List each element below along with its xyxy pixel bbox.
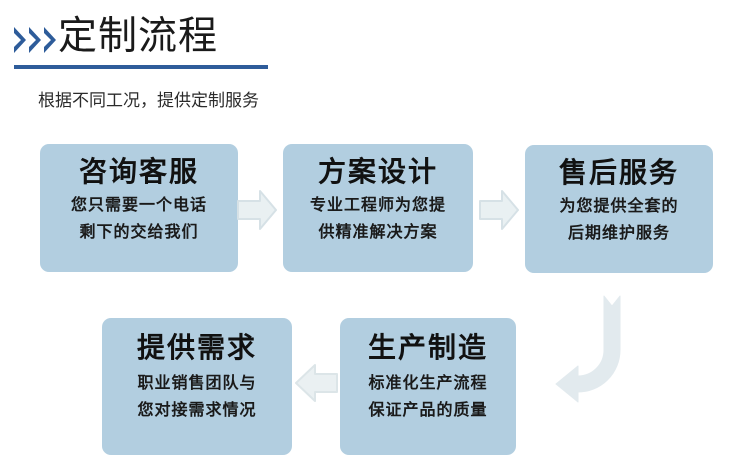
flow-step-desc-line1: 标准化生产流程 bbox=[368, 375, 488, 392]
flow-step-title: 方案设计 bbox=[317, 156, 438, 187]
flow-step-title: 咨询客服 bbox=[78, 156, 199, 187]
flow-step-desc-line1: 专业工程师为您提 bbox=[309, 197, 446, 214]
arrow-left-icon bbox=[293, 362, 339, 404]
flow-step-title: 售后服务 bbox=[558, 157, 679, 188]
flow-step-desc-line1: 为您提供全套的 bbox=[559, 198, 679, 215]
page-header: 定制流程 根据不同工况，提供定制服务 bbox=[0, 0, 750, 110]
arrow-uturn-down-left-icon bbox=[552, 288, 648, 408]
flow-step-requirements: 提供需求 职业销售团队与 您对接需求情况 bbox=[102, 318, 292, 455]
flow-step-desc-line2: 供精准解决方案 bbox=[318, 224, 438, 241]
flow-step-desc-line1: 职业销售团队与 bbox=[137, 375, 257, 392]
flow-step-design: 方案设计 专业工程师为您提 供精准解决方案 bbox=[283, 144, 473, 272]
flow-step-desc-line2: 后期维护服务 bbox=[567, 225, 670, 242]
arrow-right-icon bbox=[478, 188, 520, 232]
flow-step-desc-line2: 保证产品的质量 bbox=[368, 402, 488, 419]
flow-step-desc-line2: 您对接需求情况 bbox=[137, 402, 257, 419]
triple-chevron-right-icon bbox=[14, 24, 70, 58]
flow-step-manufacturing: 生产制造 标准化生产流程 保证产品的质量 bbox=[340, 318, 516, 455]
title-underline-rule bbox=[14, 65, 268, 69]
flow-step-title: 提供需求 bbox=[136, 332, 257, 363]
page-subtitle: 根据不同工况，提供定制服务 bbox=[38, 91, 259, 110]
flow-step-consult: 咨询客服 您只需要一个电话 剩下的交给我们 bbox=[40, 144, 238, 272]
flow-step-after-sales: 售后服务 为您提供全套的 后期维护服务 bbox=[525, 145, 713, 273]
page-title: 定制流程 bbox=[58, 15, 219, 58]
flow-step-desc-line2: 剩下的交给我们 bbox=[79, 224, 199, 241]
flow-step-title: 生产制造 bbox=[367, 332, 488, 363]
flow-step-desc-line1: 您只需要一个电话 bbox=[70, 197, 207, 214]
arrow-right-icon bbox=[236, 188, 278, 232]
